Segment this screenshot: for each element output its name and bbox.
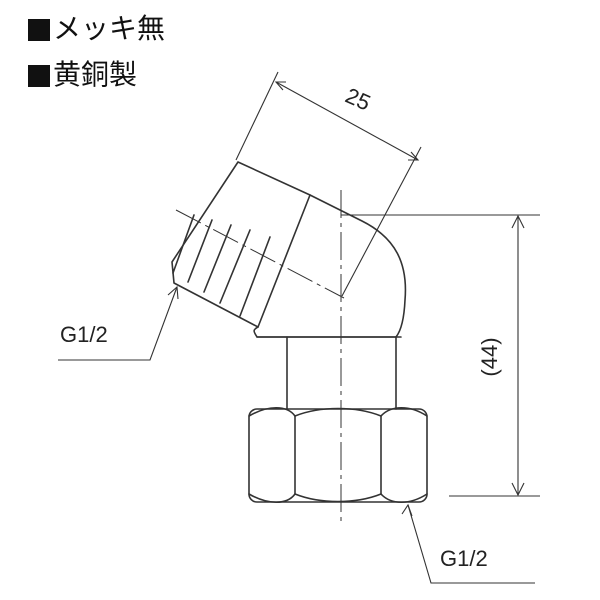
angled-thread-end xyxy=(171,161,311,328)
spec-finish-text: メッキ無 xyxy=(53,12,166,45)
leader-bottom-thread xyxy=(401,503,535,584)
dimension-25-label: 25 xyxy=(342,83,375,116)
neck xyxy=(286,336,397,410)
dimension-44-label: (44) xyxy=(477,337,502,376)
thread-label-bottom: G1/2 xyxy=(440,546,488,571)
spec-material: 黄銅製 xyxy=(28,52,165,98)
square-bullet-icon xyxy=(28,65,50,87)
hex-nut xyxy=(248,406,428,504)
dimension-44 xyxy=(341,214,540,497)
elbow-body xyxy=(253,194,407,338)
leader-top-thread xyxy=(58,285,179,361)
thread-label-top: G1/2 xyxy=(60,322,108,347)
spec-list: メッキ無 黄銅製 xyxy=(28,6,165,98)
dimension-25 xyxy=(235,71,422,297)
spec-finish: メッキ無 xyxy=(28,6,165,52)
square-bullet-icon xyxy=(28,19,50,41)
spec-material-text: 黄銅製 xyxy=(53,58,138,91)
center-lines xyxy=(175,190,345,522)
